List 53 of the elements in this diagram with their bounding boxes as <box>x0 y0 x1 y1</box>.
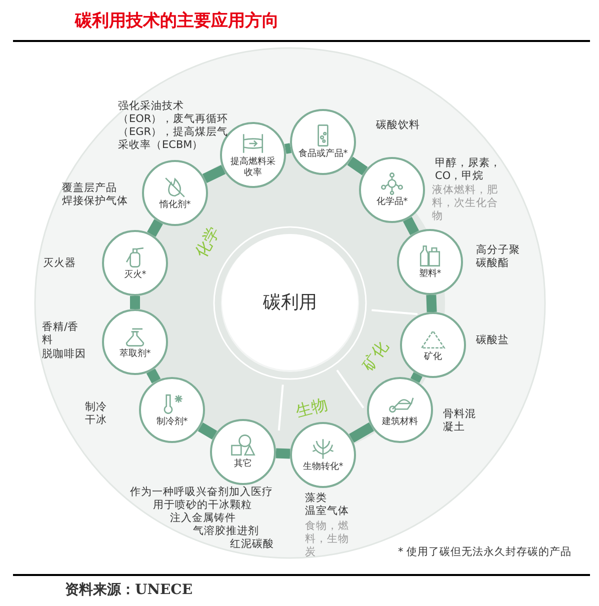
circle-label: 提高燃料采收率 <box>230 156 276 178</box>
circle-label: 塑料* <box>418 269 442 280</box>
ring-link <box>410 372 423 383</box>
example-text: 干冰 <box>85 414 107 427</box>
ring-link <box>130 296 140 309</box>
circle-label: 其它 <box>234 459 252 470</box>
title: 碳利用技术的主要应用方向 <box>75 10 279 32</box>
example-text: 气溶胶推进剂 <box>193 525 259 538</box>
example-text: 作为一种呼吸兴奋剂加入医疗 <box>130 486 273 499</box>
example-text: 用于喷砂的干冰颗粒 <box>153 499 252 512</box>
example-text: 脱咖啡因 <box>42 348 86 361</box>
example-text: 注入金属铸件 <box>170 512 236 525</box>
example-text: 碳酸饮料 <box>376 119 420 132</box>
example-text: 碳酸盐 <box>476 334 509 347</box>
center-label: 碳利用 <box>263 292 317 314</box>
circle-label: 食品或产品* <box>298 149 348 160</box>
example-text: 甲醇，尿素，CO，甲烷 <box>435 157 502 183</box>
circle-label: 制冷剂* <box>156 417 188 428</box>
ring-link <box>348 422 374 443</box>
ring-link <box>198 422 218 440</box>
ring-link <box>347 156 368 176</box>
circle-label: 惰化剂* <box>159 200 191 211</box>
caption: 资料来源：UNECE <box>65 581 192 599</box>
ring-link <box>202 164 226 184</box>
circle-label: 化学品* <box>376 197 408 208</box>
ring-link <box>426 294 437 312</box>
example-text: 温室气体 <box>305 505 349 518</box>
example-text: 高分子聚碳酸酯 <box>476 244 521 270</box>
circle-label: 矿化 <box>424 352 442 363</box>
circle-label: 建筑材料 <box>382 417 418 428</box>
circle-label: 萃取剂* <box>119 349 151 360</box>
circle-label: 生物转化* <box>302 462 344 473</box>
ring-link <box>284 143 292 154</box>
example-text: 强化采油技术（EOR），废气再循环（EGR），提高煤层气采收率（ECBM） <box>118 100 230 152</box>
example-text: 香精/香料 <box>42 321 80 347</box>
ring-link <box>276 448 290 459</box>
ring-link <box>147 219 163 237</box>
example-text: 骨料混凝土 <box>443 408 477 434</box>
example-text: 食物，燃料，生物炭 <box>305 520 350 559</box>
example-text: 制冷 <box>85 401 107 414</box>
sector-label: 生物 <box>294 394 330 423</box>
sector-label: 化学 <box>191 223 224 262</box>
example-text: 藻类 <box>305 492 327 505</box>
example-text: 液体燃料，肥料，次生化合物 <box>432 184 499 223</box>
example-text: 覆盖层产品 <box>62 182 117 195</box>
circle-label: 灭火* <box>124 270 146 281</box>
example-text: 灭火器 <box>43 257 76 270</box>
sector-label: 矿化 <box>358 337 394 376</box>
example-text: 红泥碳酸 <box>230 538 274 551</box>
example-text: 焊接保护气体 <box>62 195 128 208</box>
footnote: * 使用了碳但无法永久封存碳的产品 <box>398 545 572 559</box>
ring-link <box>146 368 161 384</box>
ring-link <box>402 216 420 236</box>
